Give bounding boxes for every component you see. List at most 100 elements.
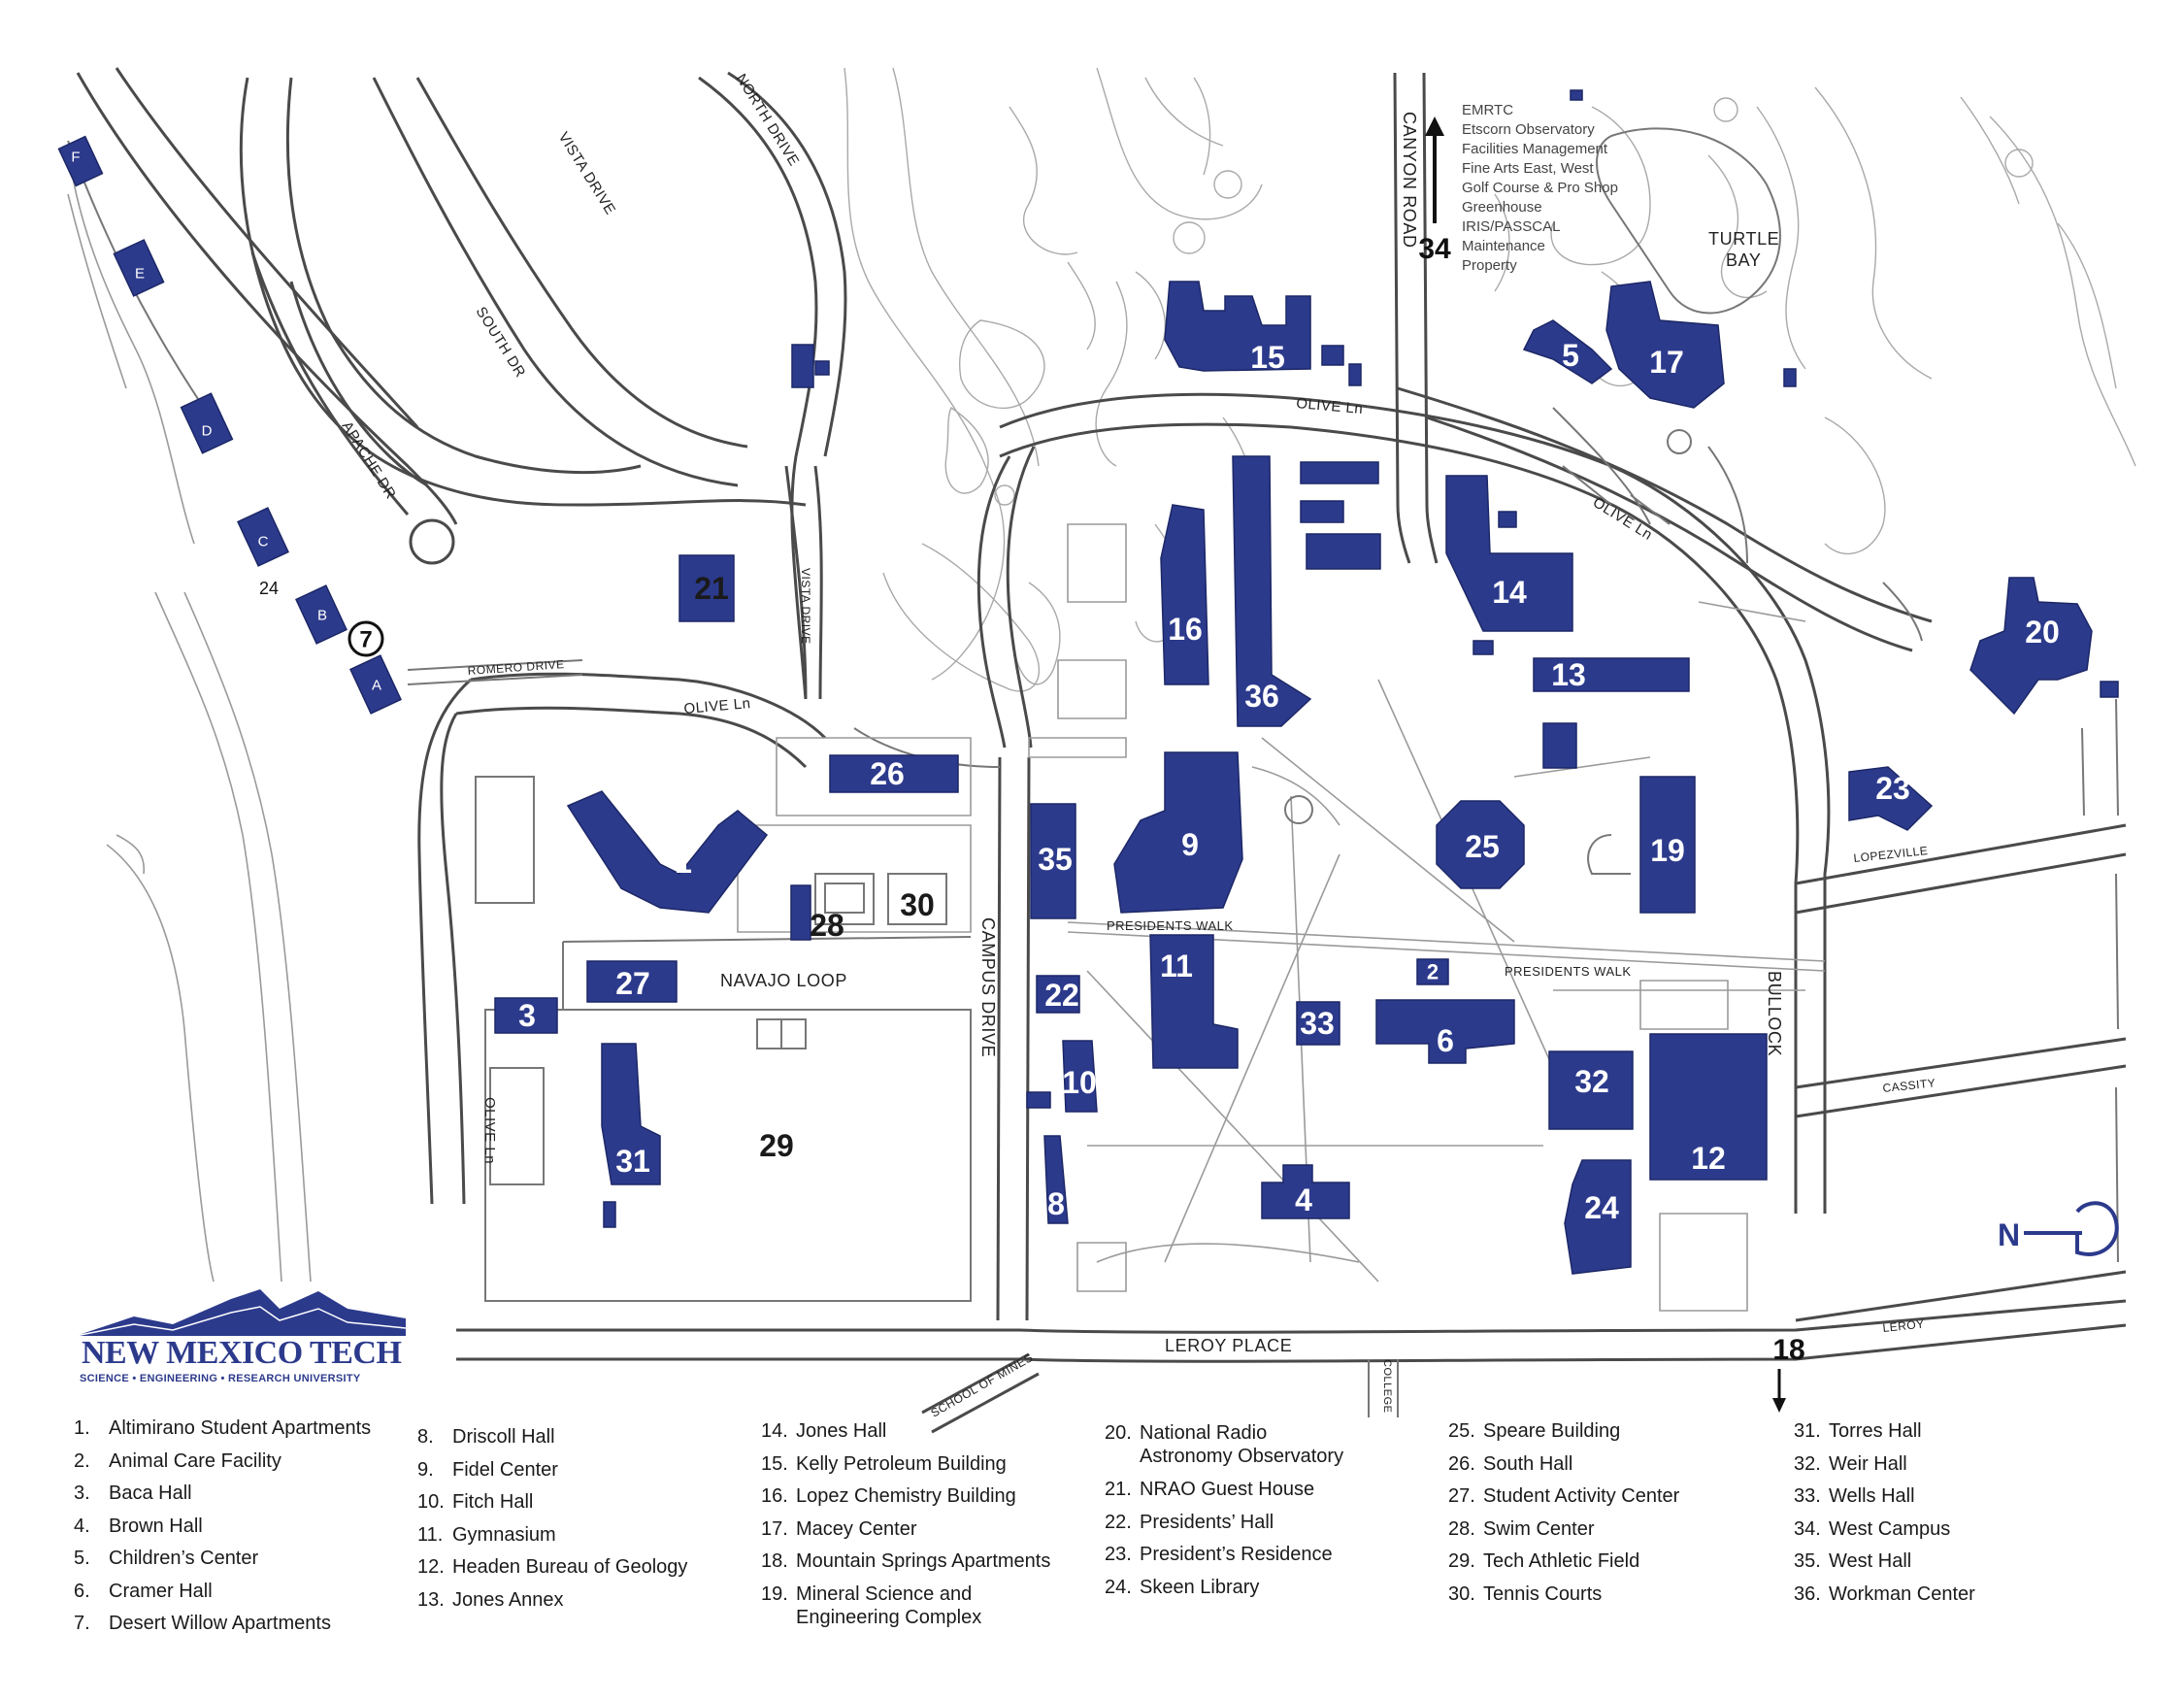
legend-item: 3.Baca Hall <box>74 1478 371 1511</box>
legend-item-name: Baca Hall <box>109 1482 192 1504</box>
route-7-label: 7 <box>359 627 372 653</box>
legend-item-number: 27. <box>1448 1485 1475 1507</box>
apartment-e[interactable] <box>113 239 165 297</box>
small-structure-d[interactable] <box>1026 1091 1051 1109</box>
legend-item-number: 9. <box>417 1458 434 1481</box>
apartment-b[interactable] <box>295 584 347 645</box>
building-22[interactable] <box>1036 975 1080 1014</box>
west-campus-item-3: Facilities Management <box>1462 141 1608 157</box>
west-campus-item-2: Etscorn Observatory <box>1462 121 1595 138</box>
building-23[interactable] <box>1848 766 1934 831</box>
building-36-annex-c[interactable] <box>1306 533 1381 570</box>
building-27[interactable] <box>586 960 678 1003</box>
nmt-logo-mountains <box>75 1289 407 1337</box>
turtle-bay-pond <box>1596 127 1781 315</box>
small-structure-f[interactable] <box>1498 511 1517 528</box>
building-36-annex-a[interactable] <box>1300 461 1379 484</box>
legend-item: 16.Lopez Chemistry Building <box>761 1481 1050 1514</box>
apartment-c[interactable] <box>237 507 289 567</box>
small-structure-a[interactable] <box>791 344 814 388</box>
street-campus-drive: CAMPUS DRIVE <box>978 917 998 1057</box>
building-20-annex[interactable] <box>2100 681 2119 698</box>
building-35[interactable] <box>1030 803 1076 919</box>
building-30-label: 30 <box>900 887 935 922</box>
building-13[interactable] <box>1533 657 1690 692</box>
building-36[interactable] <box>1232 455 1312 727</box>
legend-item: 10.Fitch Hall <box>417 1486 687 1519</box>
building-17[interactable] <box>1605 281 1725 409</box>
apartment-a[interactable] <box>349 654 402 715</box>
small-structure-c[interactable] <box>603 1201 616 1228</box>
building-10[interactable] <box>1062 1040 1098 1113</box>
legend-item-number: 19. <box>761 1582 788 1605</box>
street-canyon-road: CANYON ROAD <box>1400 112 1419 249</box>
legend-item-number: 4. <box>74 1515 90 1537</box>
building-9[interactable] <box>1113 751 1243 914</box>
building-33[interactable] <box>1296 1001 1340 1046</box>
building-29-label: 29 <box>759 1128 794 1163</box>
legend-item-number: 30. <box>1448 1582 1475 1605</box>
apartment-d[interactable] <box>180 392 234 454</box>
legend-item: 20.National Radio Astronomy Observatory <box>1105 1421 1357 1474</box>
building-31[interactable] <box>601 1043 661 1185</box>
legend-item-name: Speare Building <box>1483 1420 1621 1442</box>
building-26[interactable] <box>829 754 959 793</box>
building-1[interactable] <box>566 790 769 914</box>
building-15-annex[interactable] <box>1321 345 1344 366</box>
apartment-f[interactable] <box>57 135 104 187</box>
building-8[interactable] <box>1043 1135 1069 1224</box>
apartment-e-label: E <box>135 266 145 283</box>
legend-item-number: 23. <box>1105 1544 1132 1565</box>
swim-center-pool-inner <box>824 883 865 914</box>
legend-item-number: 34. <box>1794 1517 1821 1540</box>
west-campus-callout: 34 EMRTC Etscorn Observatory Facilities … <box>1418 102 1618 274</box>
building-19[interactable] <box>1639 776 1696 914</box>
apartment-b-label: B <box>317 608 327 624</box>
building-21[interactable] <box>678 554 735 622</box>
building-32[interactable] <box>1548 1050 1634 1130</box>
building-17-annex[interactable] <box>1783 368 1797 387</box>
building-20[interactable] <box>1969 577 2093 716</box>
legend-item-name: Weir Hall <box>1829 1452 1907 1475</box>
legend-item-number: 16. <box>761 1485 788 1507</box>
building-25[interactable] <box>1436 800 1525 889</box>
building-16[interactable] <box>1160 504 1209 685</box>
small-structure-b[interactable] <box>814 360 830 376</box>
building-24[interactable] <box>1564 1159 1632 1275</box>
building-2[interactable] <box>1416 958 1449 985</box>
building-15[interactable] <box>1164 281 1311 372</box>
small-structure-e[interactable] <box>1473 640 1494 655</box>
legend-item: 36.Workman Center <box>1794 1579 1975 1612</box>
building-11-label: 11 <box>1160 949 1193 983</box>
building-4[interactable] <box>1261 1164 1350 1219</box>
building-28[interactable] <box>790 884 811 941</box>
building-15-annex-b[interactable] <box>1348 363 1362 386</box>
legend-item: 5.Children’s Center <box>74 1543 371 1576</box>
building-13-annex[interactable] <box>1542 722 1577 769</box>
route-18-marker: 18 <box>1772 1334 1805 1413</box>
building-3[interactable] <box>494 997 558 1034</box>
legend-item-name: Workman Center <box>1829 1582 1975 1605</box>
road-network <box>67 67 2127 1434</box>
small-structure-g[interactable] <box>1570 89 1583 101</box>
building-6[interactable] <box>1375 999 1515 1064</box>
building-36-annex-b[interactable] <box>1300 500 1344 523</box>
legend-item-name: Children’s Center <box>109 1548 259 1569</box>
street-vista-drive-south: VISTA DRIVE <box>799 568 812 645</box>
building-5[interactable] <box>1522 319 1613 384</box>
building-12[interactable] <box>1649 1033 1768 1181</box>
building-14[interactable] <box>1445 475 1573 632</box>
street-romero: ROMERO DRIVE <box>467 657 565 678</box>
west-campus-item-7: IRIS/PASSCAL <box>1462 218 1560 235</box>
west-campus-item-1: EMRTC <box>1462 102 1513 118</box>
street-apache: APACHE DR <box>339 418 400 502</box>
street-vista-drive-north: VISTA DRIVE <box>555 129 619 217</box>
legend-item-name: Presidents’ Hall <box>1140 1511 1274 1533</box>
building-13-label: 13 <box>1551 657 1586 692</box>
building-11[interactable] <box>1149 934 1239 1069</box>
legend-item-name: Wells Hall <box>1829 1485 1915 1507</box>
apartment-c-label: C <box>258 534 269 550</box>
legend-item-number: 7. <box>74 1613 90 1634</box>
legend-item: 6.Cramer Hall <box>74 1576 371 1609</box>
legend-item-number: 13. <box>417 1588 445 1611</box>
